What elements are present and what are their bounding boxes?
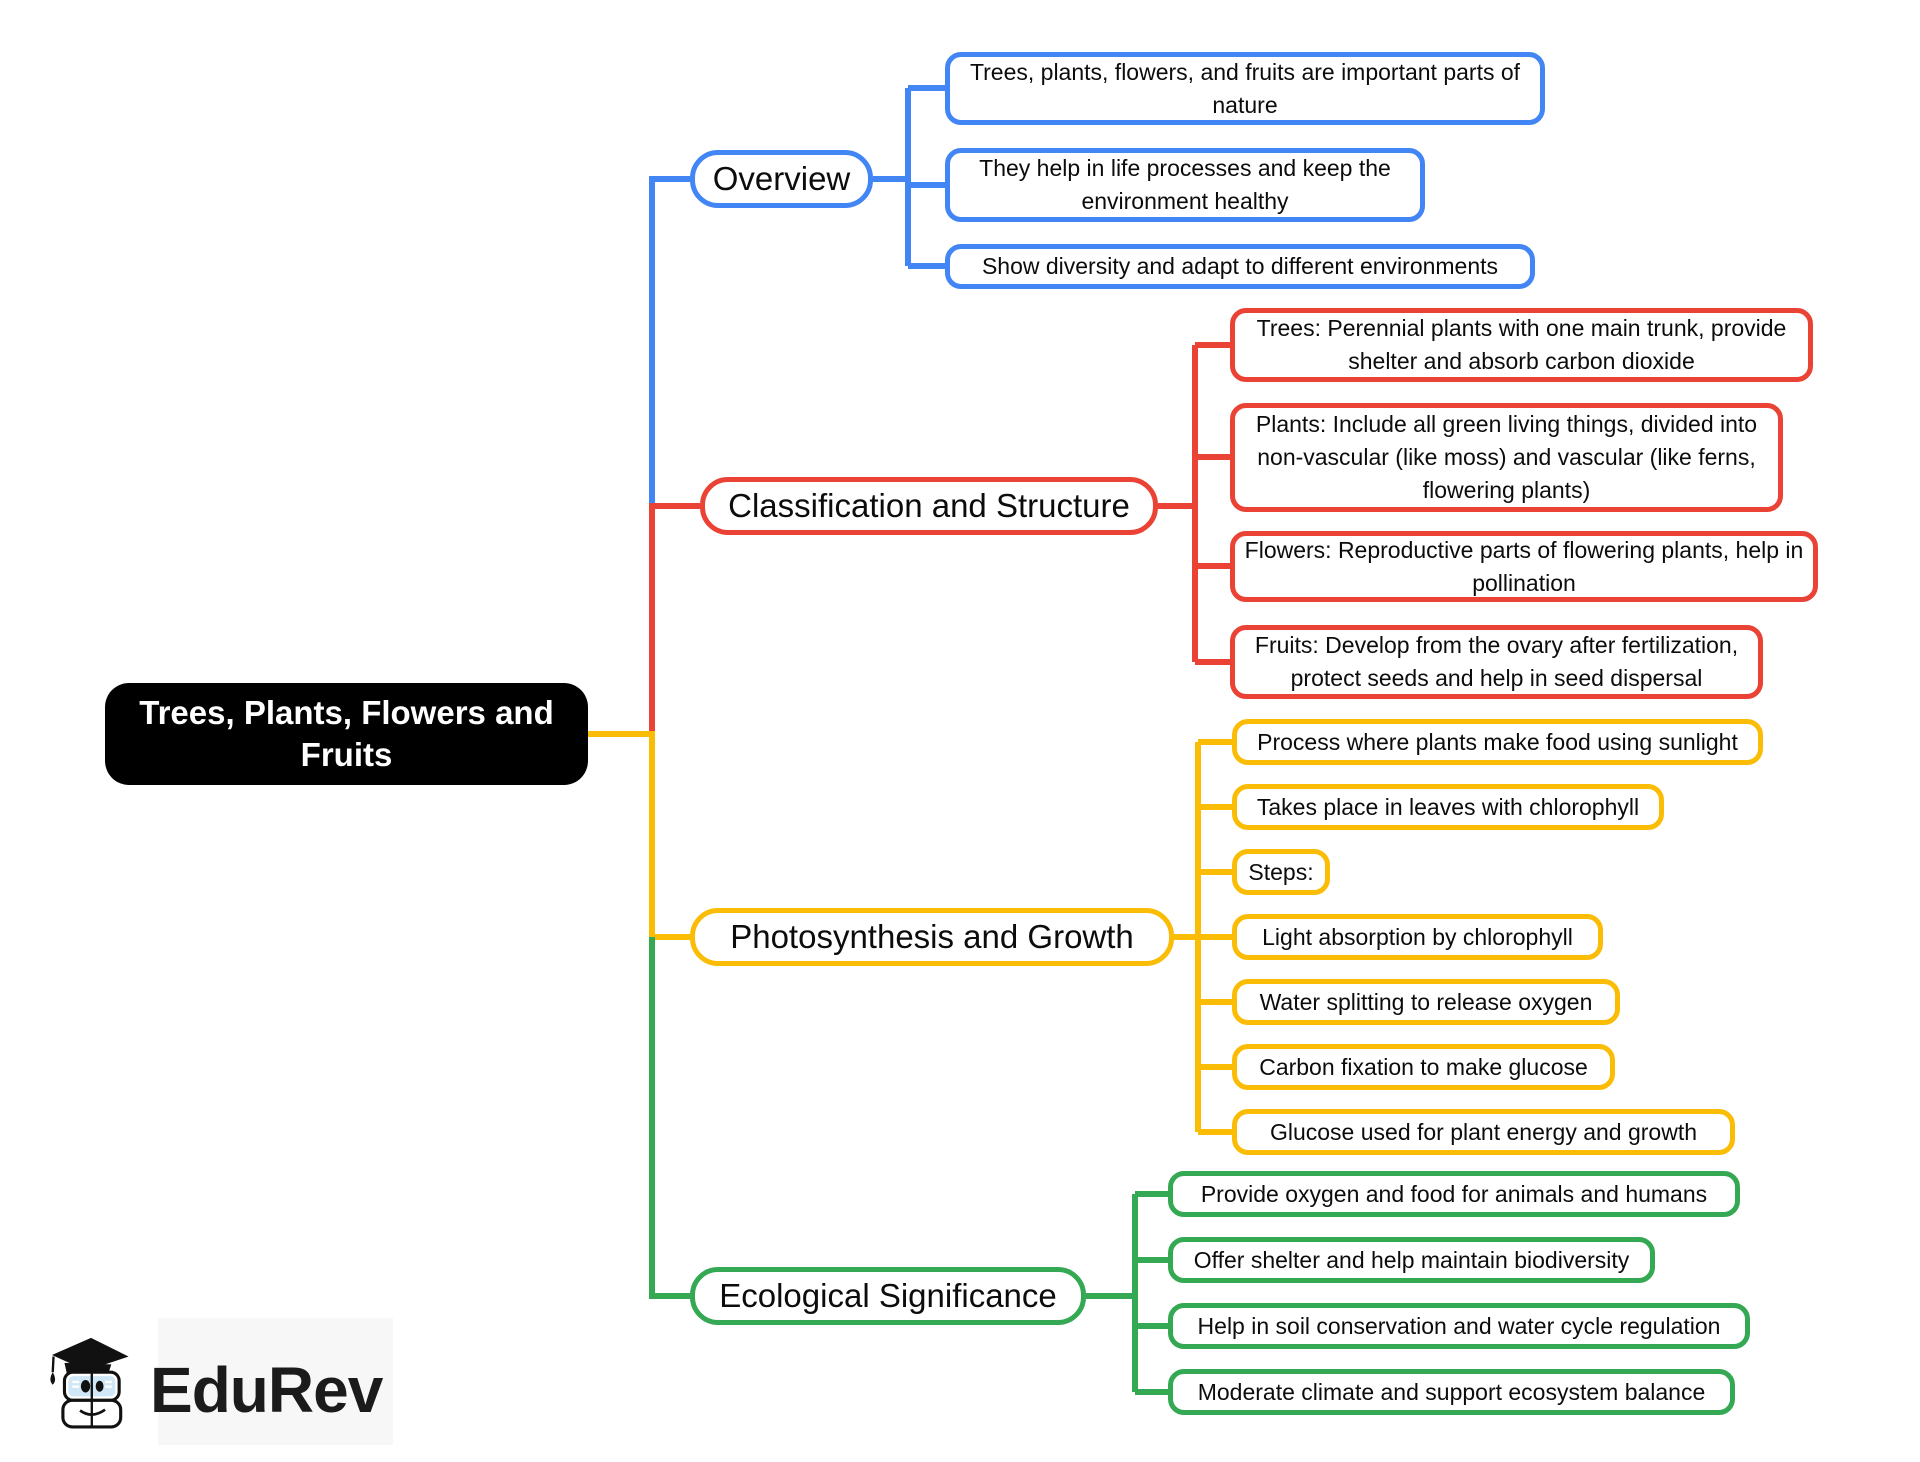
trunk-segment-classification	[649, 503, 700, 734]
leaf-ecological-2: Offer shelter and help maintain biodiver…	[1168, 1237, 1655, 1283]
trunk-segment-overview	[649, 176, 690, 506]
leaf-classification-1: Trees: Perennial plants with one main tr…	[1230, 308, 1813, 382]
trunk-segment-ecological	[649, 937, 690, 1299]
branch-node-classification: Classification and Structure	[700, 477, 1158, 535]
root-node: Trees, Plants, Flowers and Fruits	[105, 683, 588, 785]
leaf-photosynthesis-3: Steps:	[1232, 849, 1330, 895]
branch-node-ecological: Ecological Significance	[690, 1267, 1086, 1325]
leaf-ecological-3: Help in soil conservation and water cycl…	[1168, 1303, 1750, 1349]
edurev-brand-text: EduRev	[150, 1354, 383, 1426]
leaf-overview-1: Trees, plants, flowers, and fruits are i…	[945, 52, 1545, 125]
leaf-photosynthesis-7: Glucose used for plant energy and growth	[1232, 1109, 1735, 1155]
edurev-mascot-logo	[50, 1337, 129, 1429]
branch-node-photosynthesis: Photosynthesis and Growth	[690, 908, 1174, 966]
leaf-overview-3: Show diversity and adapt to different en…	[945, 244, 1535, 289]
connector-overview-children	[873, 85, 945, 269]
leaf-photosynthesis-6: Carbon fixation to make glucose	[1232, 1044, 1615, 1090]
leaf-classification-2: Plants: Include all green living things,…	[1230, 403, 1783, 512]
connector-photosynthesis-children	[1174, 739, 1232, 1135]
leaf-photosynthesis-4: Light absorption by chlorophyll	[1232, 914, 1603, 960]
leaf-photosynthesis-2: Takes place in leaves with chlorophyll	[1232, 784, 1664, 830]
leaf-ecological-1: Provide oxygen and food for animals and …	[1168, 1171, 1740, 1217]
leaf-classification-4: Fruits: Develop from the ovary after fer…	[1230, 625, 1763, 699]
branch-node-overview: Overview	[690, 150, 873, 208]
connector-ecological-children	[1086, 1191, 1168, 1395]
leaf-photosynthesis-5: Water splitting to release oxygen	[1232, 979, 1620, 1025]
leaf-overview-2: They help in life processes and keep the…	[945, 148, 1425, 222]
trunk-segment-photosynthesis	[588, 731, 690, 940]
logo-background	[158, 1318, 393, 1445]
leaf-ecological-4: Moderate climate and support ecosystem b…	[1168, 1369, 1735, 1415]
connector-classification-children	[1158, 342, 1230, 665]
leaf-classification-3: Flowers: Reproductive parts of flowering…	[1230, 531, 1818, 602]
leaf-photosynthesis-1: Process where plants make food using sun…	[1232, 719, 1763, 765]
